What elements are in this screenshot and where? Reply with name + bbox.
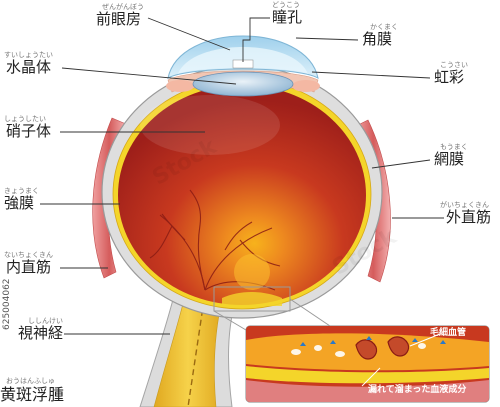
medial-rectus-label: 内直筋 — [6, 258, 52, 276]
retina-ruby: もうまく — [440, 143, 468, 151]
macular-edema-label: 黄斑浮腫 — [0, 385, 65, 404]
vitreous-body — [118, 85, 366, 305]
leader-lines — [40, 17, 444, 335]
optic-nerve-label: 視神経 — [18, 324, 64, 342]
optic-nerve — [153, 291, 223, 407]
lens — [192, 71, 294, 97]
sclera-label: 強膜 — [4, 194, 35, 212]
anterior-chamber-ruby: ぜんがんぼう — [102, 3, 144, 11]
lens-label: 水晶体 — [6, 58, 52, 76]
medial-rectus-ruby: ないちょくきん — [4, 251, 53, 259]
macula — [234, 254, 270, 290]
lateral-rectus-label: 外直筋 — [446, 208, 492, 226]
optic-nerve-ruby: ししんけい — [28, 317, 63, 325]
anterior-chamber-label: 前眼房 — [96, 10, 142, 28]
pupil-label: 瞳孔 — [272, 8, 303, 26]
vertical-id: 625004062 — [2, 278, 12, 330]
vitreous-label: 硝子体 — [6, 122, 52, 140]
capillary-label: 毛細血管 — [430, 328, 467, 338]
cornea-ruby: かくまく — [370, 23, 398, 31]
iris-label: 虹彩 — [434, 68, 465, 86]
pupil-ruby: どうこう — [272, 1, 300, 9]
retina-label: 網膜 — [434, 150, 465, 168]
macular-edema-ruby: おうはんふしゅ — [6, 377, 55, 385]
cornea-label: 角膜 — [362, 30, 393, 48]
lens-ruby: すいしょうたい — [4, 51, 53, 59]
leaked-fluid-label: 漏れて溜まった血液成分 — [368, 385, 467, 395]
iris-ruby: こうさい — [440, 61, 468, 69]
lateral-rectus-ruby: がいちょくきん — [440, 201, 489, 209]
vitreous-ruby: しょうしたい — [4, 115, 46, 123]
sclera-ruby: きょうまく — [4, 187, 39, 195]
inset-panel — [245, 325, 490, 403]
